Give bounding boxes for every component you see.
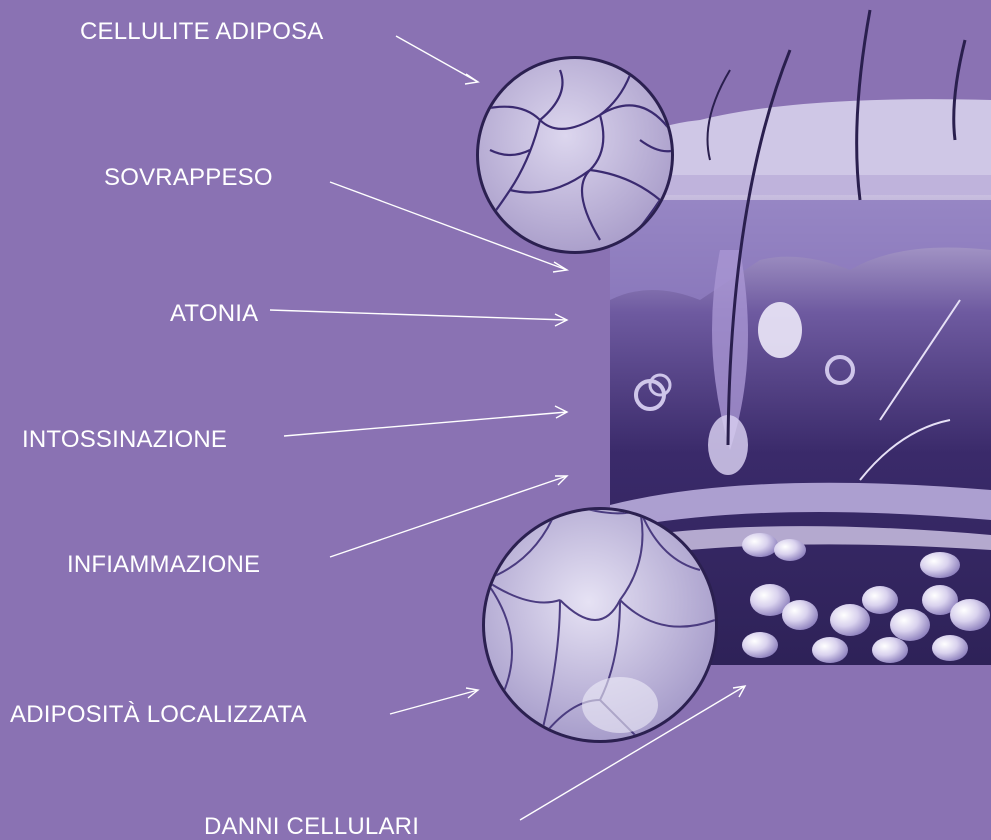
leader-atonia (270, 310, 567, 320)
leader-intossinazione (284, 412, 567, 436)
leader-adiposita (390, 690, 478, 714)
label-intossinazione: INTOSSINAZIONE (22, 428, 227, 452)
label-atonia: ATONIA (170, 302, 258, 326)
magnifier-top (476, 56, 675, 254)
label-danni-cellulari: DANNI CELLULARI (204, 815, 419, 839)
label-infiammazione: INFIAMMAZIONE (67, 553, 260, 577)
label-sovrappeso: SOVRAPPESO (104, 166, 273, 190)
label-cellulite-adiposa: CELLULITE ADIPOSA (80, 20, 324, 44)
label-adiposita-localizzata: ADIPOSITÀ LOCALIZZATA (10, 703, 307, 727)
leader-cellulite (396, 36, 478, 82)
